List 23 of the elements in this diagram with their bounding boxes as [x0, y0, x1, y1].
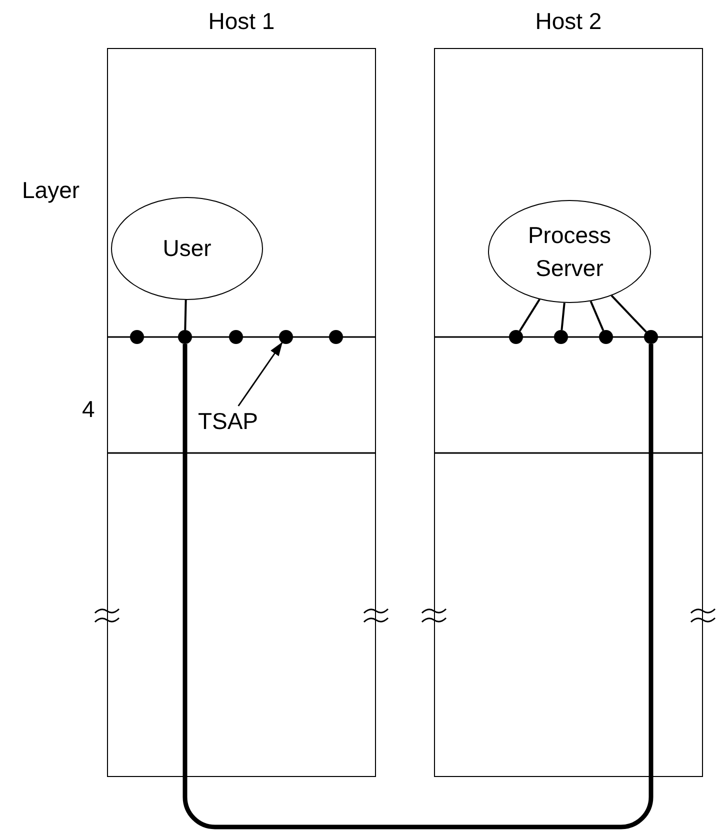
tsap-dot: [554, 330, 568, 344]
connection-line: [182, 344, 654, 830]
host-title: Host 1: [207, 8, 276, 35]
layer-label: 4: [82, 396, 95, 423]
tsap-dot: [599, 330, 613, 344]
tsap-dot: [178, 330, 192, 344]
tsap-label: TSAP: [188, 406, 268, 436]
connection-line: [610, 294, 647, 333]
tsap-dot: [644, 330, 658, 344]
host-title: Host 2: [534, 8, 603, 35]
node-label: Process Server: [526, 220, 612, 282]
tsap-dot: [130, 330, 144, 344]
connection-line: [560, 302, 566, 330]
connection-line: [590, 300, 604, 331]
node-label: User: [162, 234, 212, 263]
connection-line: [184, 300, 187, 330]
tsap-dot: [509, 330, 523, 344]
tsap-dot: [329, 330, 343, 344]
layer-label: Layer: [22, 177, 80, 204]
tsap-dot: [229, 330, 243, 344]
tsap-dot: [279, 330, 293, 344]
connection-line: [518, 298, 540, 332]
leader-arrow: [238, 342, 283, 406]
